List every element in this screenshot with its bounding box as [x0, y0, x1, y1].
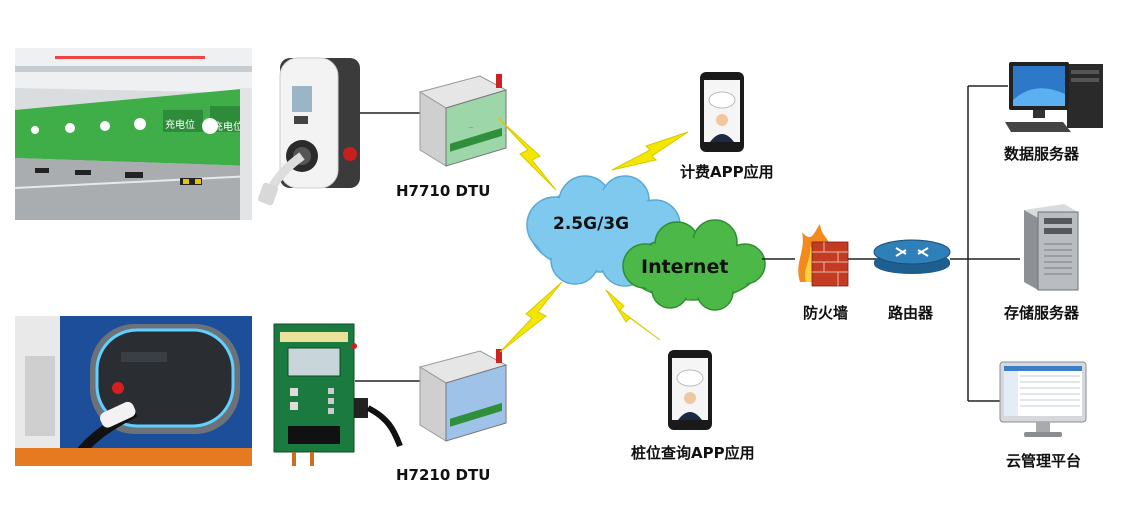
app-query-label: 桩位查询APP应用: [631, 444, 755, 462]
lightning-bolt-dtu-top: [497, 117, 557, 191]
ev-charger-photo: [15, 316, 252, 466]
link-charger-dtu-bottom: [355, 380, 420, 382]
phone-billing-app: [698, 70, 746, 154]
wall-charger-white: [258, 56, 368, 206]
app-billing-label: 计费APP应用: [680, 163, 774, 181]
cloud-platform-label: 云管理平台: [1006, 452, 1082, 470]
phone-query-app: [666, 348, 714, 432]
link-charger-dtu-top: [360, 112, 420, 114]
parking-garage-photo: 充电位 充电位: [15, 48, 252, 220]
lightning-bolt-dtu-bottom: [499, 281, 563, 353]
cloud-internet: [622, 219, 766, 311]
dtu-device-h7210: [410, 345, 510, 445]
desktop-computer-icon: [1005, 60, 1105, 136]
router-label: 路由器: [888, 304, 934, 322]
charging-pile-green: [268, 318, 408, 468]
dtu-top-label: H7710 DTU: [396, 182, 491, 200]
data-server-label: 数据服务器: [1004, 145, 1080, 163]
cloud-mobile-label: 2.5G/3G: [553, 214, 630, 234]
lightning-bolt-app-query: [605, 289, 661, 341]
monitor-platform-icon: [998, 360, 1090, 442]
parking-sign-2: 充电位: [213, 120, 243, 133]
firewall-icon: [792, 222, 852, 292]
lightning-bolt-app-billing: [611, 131, 689, 171]
svg-text:~: ~: [468, 124, 474, 132]
parking-sign-1: 充电位: [165, 118, 195, 131]
firewall-label: 防火墙: [803, 304, 849, 322]
dtu-bottom-label: H7210 DTU: [396, 466, 491, 484]
storage-server-label: 存储服务器: [1004, 304, 1080, 322]
router-icon: [872, 236, 952, 282]
cloud-internet-label: Internet: [641, 256, 729, 278]
dtu-device-h7710: ~: [410, 70, 510, 170]
tower-server-icon: [1020, 200, 1082, 292]
